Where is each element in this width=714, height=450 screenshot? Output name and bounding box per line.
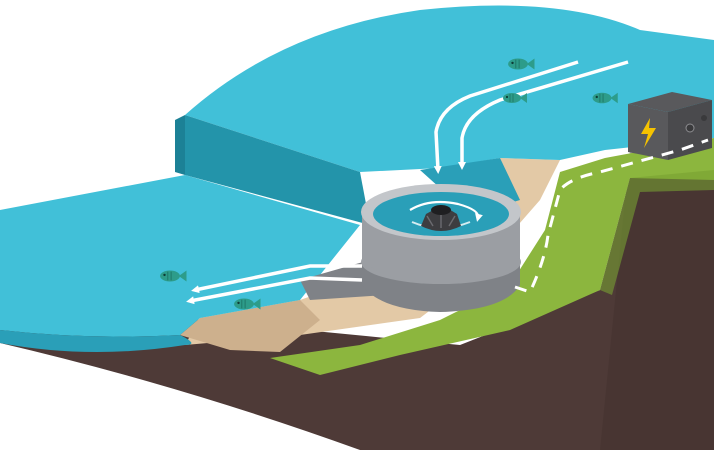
turbine-rotor	[421, 205, 461, 231]
flow-arrow-icon	[186, 276, 363, 305]
power-cable	[514, 138, 709, 294]
lightning-bolt-icon	[641, 118, 656, 148]
flow-arrow-icon	[433, 60, 579, 174]
grass-bank	[270, 138, 714, 375]
flow-arrow-icon	[458, 60, 629, 170]
vortex-turbine-basin	[361, 184, 521, 312]
upper-reservoir	[175, 5, 714, 225]
weir-step	[185, 115, 370, 225]
rotation-arrow-icon	[409, 200, 483, 222]
flow-arrow-icon	[191, 264, 362, 294]
lower-river	[0, 175, 360, 353]
outflow-arrows	[186, 264, 363, 305]
generator-housing	[628, 92, 712, 160]
inflow-arrows	[433, 60, 629, 174]
